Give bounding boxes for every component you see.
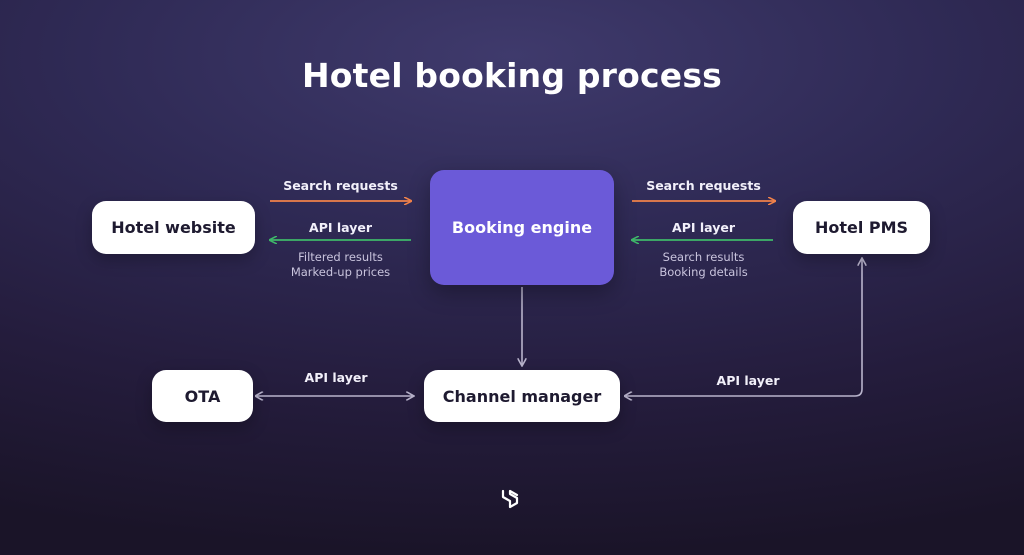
edge-label-left-search: Search requests	[283, 178, 398, 193]
node-hotel-website: Hotel website	[92, 201, 255, 254]
node-ota-label: OTA	[184, 386, 221, 406]
node-booking-engine: Booking engine	[430, 170, 614, 285]
edge-label-right-search: Search requests	[646, 178, 761, 193]
brand-logo-icon	[501, 489, 519, 509]
node-channel-manager-label: Channel manager	[442, 386, 602, 406]
edge-label-right-api: API layer	[672, 220, 735, 235]
node-booking-engine-label: Booking engine	[451, 218, 593, 237]
edge-note-left-2: Marked-up prices	[290, 265, 391, 279]
diagram-title: Hotel booking process	[301, 56, 723, 95]
node-hotel-pms-label: Hotel PMS	[814, 218, 909, 237]
edge-note-left-1: Filtered results	[298, 250, 383, 264]
node-ota: OTA	[152, 370, 253, 422]
edge-label-channel-pms: API layer	[716, 373, 780, 388]
node-hotel-pms: Hotel PMS	[793, 201, 930, 254]
node-hotel-website-label: Hotel website	[111, 218, 236, 237]
edge-label-left-api: API layer	[309, 220, 372, 235]
edge-label-ota-channel: API layer	[304, 370, 368, 385]
node-channel-manager: Channel manager	[424, 370, 620, 422]
arrow-channel-manager-pms	[625, 258, 862, 396]
edge-note-right-1: Search results	[662, 250, 745, 264]
edge-note-right-2: Booking details	[659, 265, 748, 279]
